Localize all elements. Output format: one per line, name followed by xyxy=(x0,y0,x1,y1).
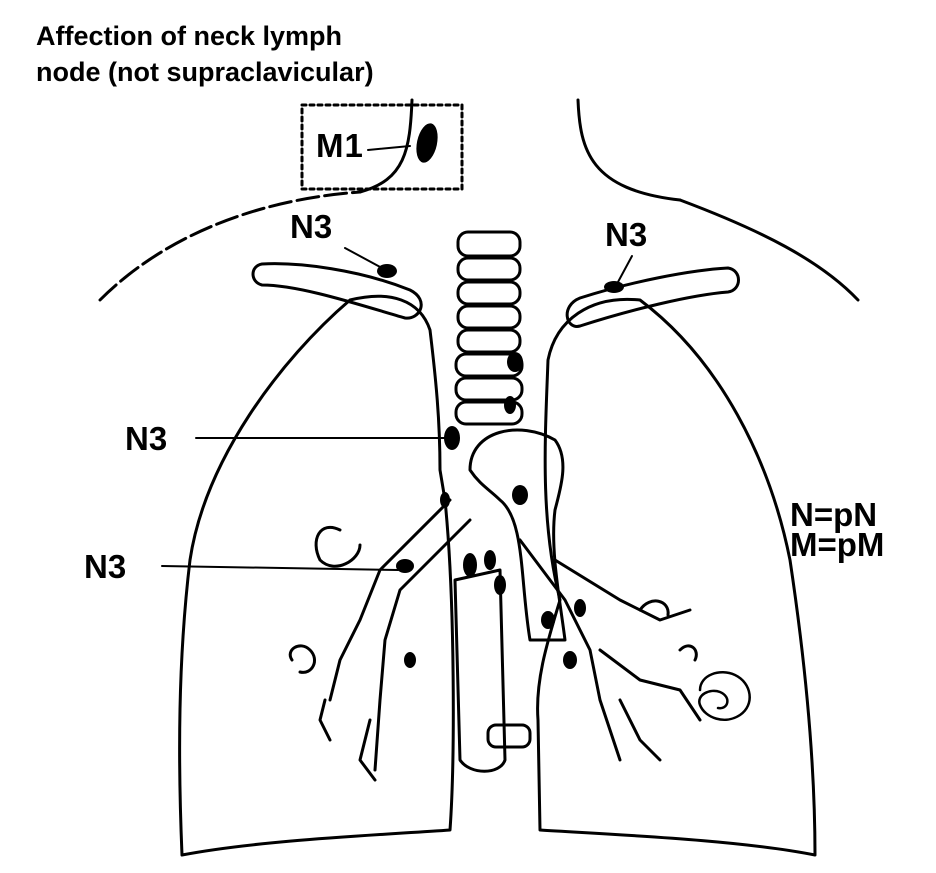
right-bronchial-tree xyxy=(288,498,472,782)
caption-line-2: node (not supraclavicular) xyxy=(36,57,374,87)
n3-node-supraclavicular-right xyxy=(604,281,624,293)
lymph-node xyxy=(484,550,496,570)
spine-column xyxy=(454,230,524,426)
n3-node-mediastinal xyxy=(444,426,460,450)
n3-label-supraclavicular-right: N3 xyxy=(605,216,648,253)
figure-caption: Affection of neck lymph node (not suprac… xyxy=(36,18,374,90)
lymph-node xyxy=(541,611,555,629)
caption-line-1: Affection of neck lymph xyxy=(36,21,343,51)
legend: N=pN M=pM xyxy=(790,496,885,563)
legend-line-2: M=pM xyxy=(790,526,885,563)
lymph-node xyxy=(463,553,477,577)
n3-supraclavicular-left-leader xyxy=(344,247,383,269)
central-vessel xyxy=(453,568,507,773)
n3-label-mediastinal: N3 xyxy=(125,420,168,457)
m1-leader-line xyxy=(367,145,411,151)
m1-label: M1 xyxy=(316,127,364,164)
clavicle-right xyxy=(565,266,740,328)
n3-node-supraclavicular-left xyxy=(377,264,397,278)
tumor-mass xyxy=(698,671,751,721)
lymph-node xyxy=(504,396,516,414)
vessel-end xyxy=(486,723,532,749)
m1-dashed-box xyxy=(300,103,464,191)
lymph-node xyxy=(494,575,506,595)
n3-label-supraclavicular-left: N3 xyxy=(290,208,333,245)
lymph-node xyxy=(440,492,450,508)
n3-label-hilar: N3 xyxy=(84,548,127,585)
neck-outline-left xyxy=(358,98,414,194)
right-lung-outline xyxy=(178,294,455,857)
m1-lymph-node xyxy=(416,123,438,163)
n3-hilar-leader xyxy=(161,565,399,571)
left-lung-outline xyxy=(536,297,817,857)
lymph-node xyxy=(507,352,523,372)
lymph-node xyxy=(404,652,416,668)
n3-node-hilar xyxy=(396,559,414,573)
shoulder-outline-left xyxy=(98,190,362,302)
shoulder-outline-right xyxy=(678,198,860,302)
lymph-node xyxy=(574,599,586,617)
lymph-node xyxy=(563,651,577,669)
neck-outline-right xyxy=(576,98,682,202)
clavicle-left xyxy=(251,262,423,320)
left-bronchial-tree xyxy=(518,538,702,762)
lymph-node xyxy=(512,485,528,505)
n3-supraclavicular-right-leader xyxy=(617,255,633,283)
aortic-arch xyxy=(468,428,567,642)
legend-line-1: N=pN xyxy=(790,496,878,533)
